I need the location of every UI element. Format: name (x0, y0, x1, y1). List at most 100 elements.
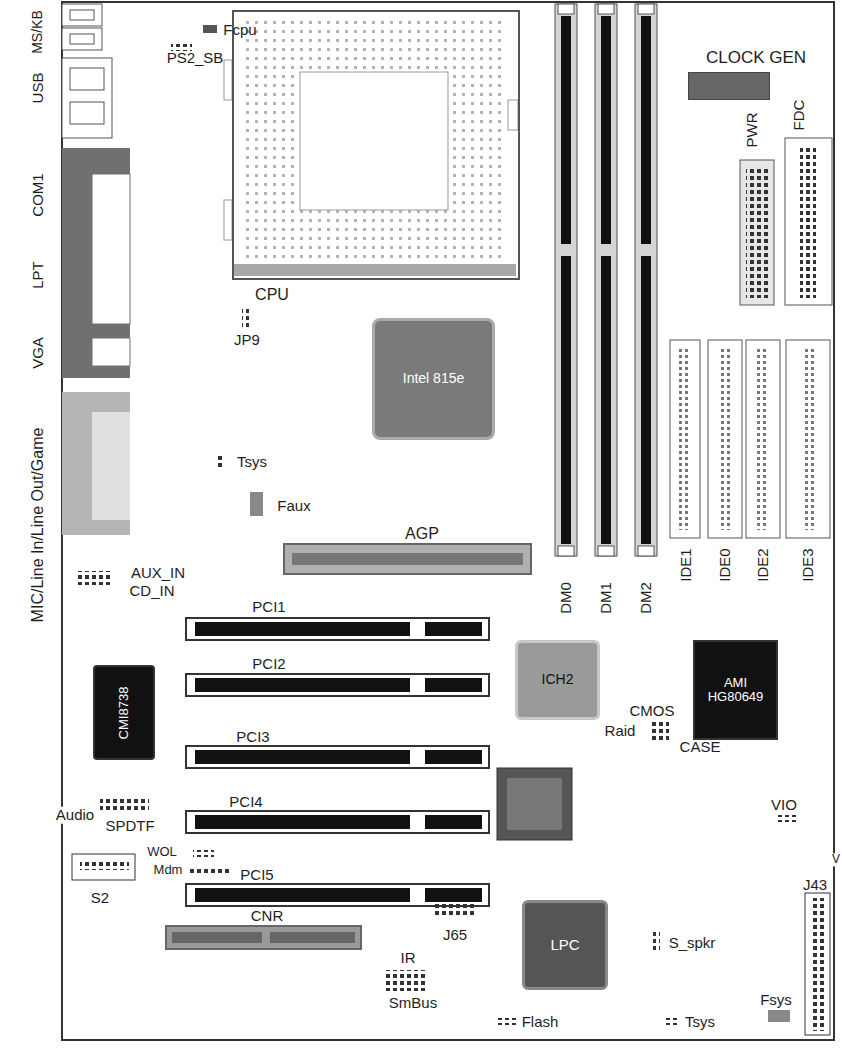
part-label: LPT (30, 261, 47, 289)
socket-body (232, 10, 520, 280)
part-label: JP9 (234, 332, 260, 349)
socket-tab (224, 60, 232, 100)
slot-label: CNR (251, 908, 284, 925)
dimm-clip (558, 546, 574, 556)
header-pins (810, 898, 824, 1031)
port (70, 102, 104, 124)
header-pins (80, 862, 129, 870)
slot-label: PCI4 (229, 794, 262, 811)
port (92, 338, 130, 366)
pci-slot (195, 888, 410, 902)
port (92, 174, 130, 324)
chip: CMI8738 (93, 665, 155, 760)
jumper-pins (242, 308, 249, 330)
dimm-slot (635, 4, 657, 556)
pci-slot (425, 815, 482, 829)
expansion-slot: AGP (283, 543, 532, 575)
dimm-slot (561, 256, 571, 544)
pci-slot (185, 810, 490, 834)
ide-connector (786, 340, 830, 538)
part-label: MS/KB (30, 10, 45, 54)
expansion-slot: PCI2 (185, 673, 490, 697)
part-label: DM2 (638, 582, 655, 614)
chip-label: Intel 815e (378, 371, 489, 386)
pci-slot (195, 622, 410, 636)
slot-label: PCI3 (236, 729, 269, 746)
header-pins (665, 1018, 679, 1025)
dimm-slot (601, 16, 611, 244)
header-pins (386, 970, 428, 991)
dimm-slot (555, 4, 577, 556)
ide-connector (802, 348, 814, 530)
dimm-clip (598, 546, 614, 556)
pci-slot (185, 673, 490, 697)
part-label: CASE (680, 739, 721, 756)
ide-connector (708, 340, 742, 538)
part-label: Tsys (685, 1014, 715, 1031)
dimm-clip (598, 4, 614, 14)
cpu-socket: CPU (232, 10, 520, 280)
part-label: V (831, 853, 841, 866)
expansion-slot: PCI4 (185, 810, 490, 834)
part-label: J65 (443, 927, 467, 944)
pci-slot (425, 888, 482, 902)
part-label: VGA (30, 337, 47, 369)
header-pins (100, 797, 149, 811)
part-label: CMOS (630, 703, 675, 720)
ps2-ports (62, 4, 102, 50)
part-label: Faux (277, 498, 310, 515)
ide-connector (670, 340, 700, 538)
socket-center (300, 72, 448, 210)
part-label: VIO (771, 797, 797, 814)
pci-slot (425, 622, 482, 636)
pci-slot (185, 745, 490, 769)
part-label: IDE3 (800, 548, 817, 581)
part-label: Audio (55, 807, 95, 824)
header-pins (775, 815, 796, 822)
pci-slot (425, 750, 482, 764)
dimm-clip (638, 4, 654, 14)
part-label: SmBus (389, 995, 437, 1012)
ide-connector (679, 348, 691, 530)
usb-ports (62, 58, 112, 138)
dimm-slot (641, 16, 651, 244)
part-label: USB (30, 73, 47, 104)
chip: LPC (522, 900, 608, 990)
port (62, 28, 102, 50)
port (62, 4, 102, 26)
pci-slot (195, 750, 410, 764)
floppy-connector (800, 146, 816, 298)
part-label: MIC/Line In/Line Out/Game (29, 428, 47, 623)
part-label: Tsys (237, 454, 267, 471)
agp-slot (292, 553, 523, 565)
io-chip (507, 778, 562, 830)
part-label: J43 (803, 877, 827, 894)
front-panel-header (805, 893, 830, 1035)
part-label: IR (401, 950, 416, 967)
chip: Intel 815e (372, 318, 495, 440)
chip: CLOCK GEN (688, 72, 770, 100)
pci-slot (195, 815, 410, 829)
part-label: IDE2 (755, 548, 772, 581)
part-label: S_spkr (669, 935, 716, 952)
socket-tab (508, 100, 518, 130)
chip-label: AMI HG80649 (699, 676, 772, 705)
expansion-slot: CNR (165, 925, 362, 950)
socket-lever (234, 264, 516, 276)
cnr-slot (270, 932, 355, 943)
expansion-slot: PCI5 (185, 883, 490, 907)
dimm-slot (601, 256, 611, 544)
fan-header (250, 492, 263, 516)
chip: ICH2 (515, 640, 600, 720)
header-pins (75, 571, 112, 585)
pci-slot (425, 678, 482, 692)
part-label: Fsys (760, 992, 792, 1009)
floppy-connector (785, 138, 832, 305)
slot-label: PCI5 (240, 867, 273, 884)
dimm-slots (555, 4, 657, 556)
dimm-clip (638, 546, 654, 556)
dimm-slot (561, 16, 571, 244)
part-label: CD_IN (129, 583, 174, 600)
header-pins (497, 1018, 518, 1025)
